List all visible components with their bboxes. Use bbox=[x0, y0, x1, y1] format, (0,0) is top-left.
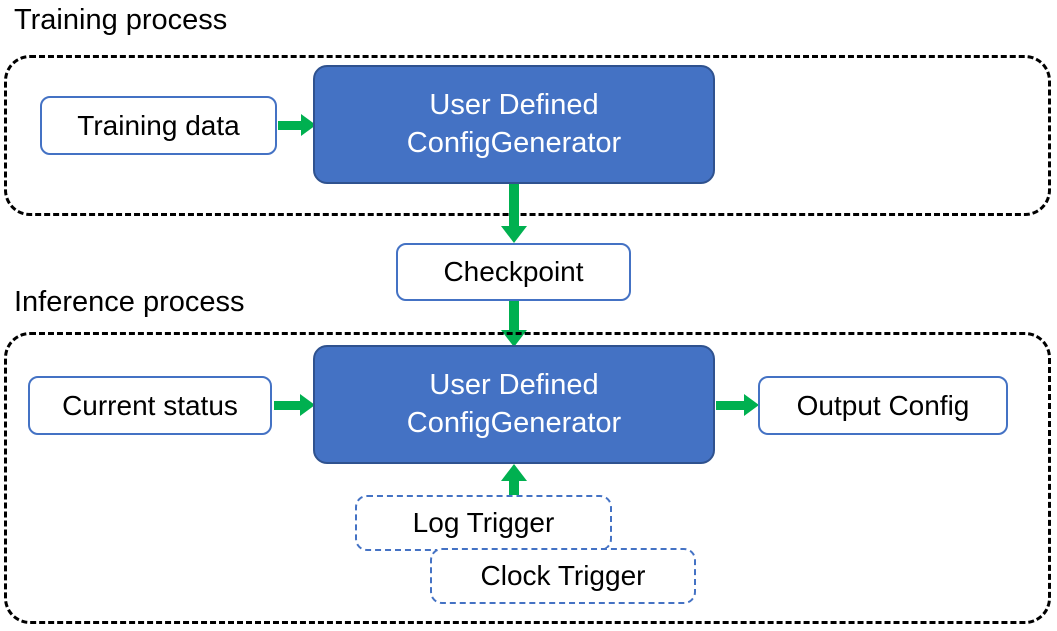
training-config-generator-box[interactable]: User Defined ConfigGenerator bbox=[313, 65, 715, 184]
training-process-label: Training process bbox=[14, 4, 228, 36]
training-generator-line2: ConfigGenerator bbox=[406, 126, 622, 159]
log-trigger-box[interactable]: Log Trigger bbox=[355, 495, 612, 551]
training-data-box[interactable]: Training data bbox=[40, 96, 277, 155]
inference-generator-line2: ConfigGenerator bbox=[406, 406, 622, 439]
training-generator-line1: User Defined bbox=[429, 89, 599, 122]
inference-process-container bbox=[4, 332, 1051, 624]
inference-process-label: Inference process bbox=[14, 286, 245, 318]
clock-trigger-box[interactable]: Clock Trigger bbox=[430, 548, 696, 604]
checkpoint-box[interactable]: Checkpoint bbox=[396, 243, 631, 301]
inference-config-generator-box[interactable]: User Defined ConfigGenerator bbox=[313, 345, 715, 464]
current-status-box[interactable]: Current status bbox=[28, 376, 272, 435]
training-process-container bbox=[4, 55, 1051, 216]
inference-generator-line1: User Defined bbox=[429, 369, 599, 402]
output-config-box[interactable]: Output Config bbox=[758, 376, 1008, 435]
